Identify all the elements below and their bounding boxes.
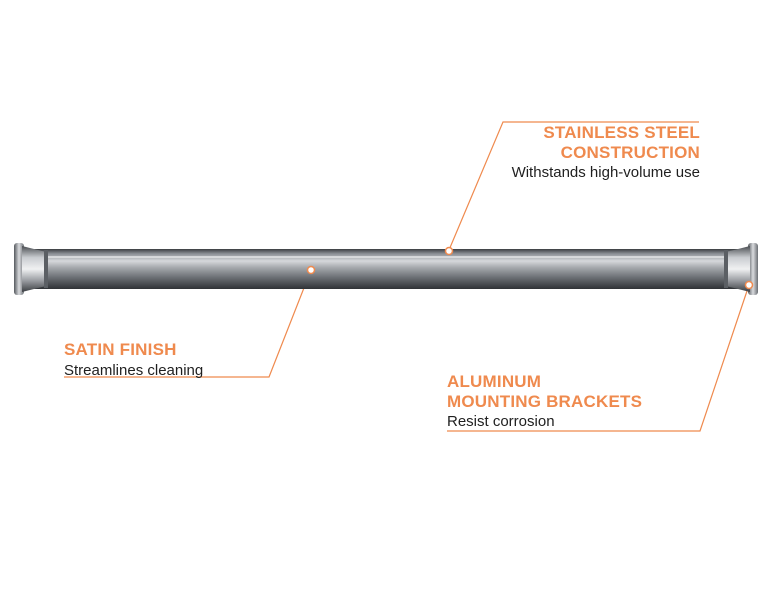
aluminum-brackets-callout: ALUMINUM MOUNTING BRACKETS Resist corros… [447,372,642,430]
shower-rod-image [14,243,758,295]
aluminum-anchor-dot [744,280,754,290]
stainless-description: Withstands high-volume use [511,164,700,182]
stainless-anchor-dot [444,246,454,256]
stainless-steel-callout: STAINLESS STEEL CONSTRUCTION Withstands … [512,123,700,181]
aluminum-title-line2: MOUNTING BRACKETS [447,391,643,411]
left-bracket [14,243,48,295]
rod-highlight [32,256,744,258]
rod-tube [32,249,744,289]
stainless-title-line2: CONSTRUCTION [560,142,700,162]
satin-leader-line [64,269,312,378]
satin-description: Streamlines cleaning [64,361,204,379]
stainless-leader-line [448,121,699,251]
aluminum-title-line1: ALUMINUM [447,372,542,391]
satin-finish-callout: SATIN FINISH Streamlines cleaning [64,340,203,379]
stainless-title-line1: STAINLESS STEEL [543,123,700,142]
callout-anchor-dots [306,246,754,290]
callout-leader-lines [64,121,750,432]
aluminum-description: Resist corrosion [447,413,555,431]
satin-title: SATIN FINISH [64,340,177,359]
aluminum-leader-line [447,284,750,432]
satin-anchor-dot [306,265,316,275]
